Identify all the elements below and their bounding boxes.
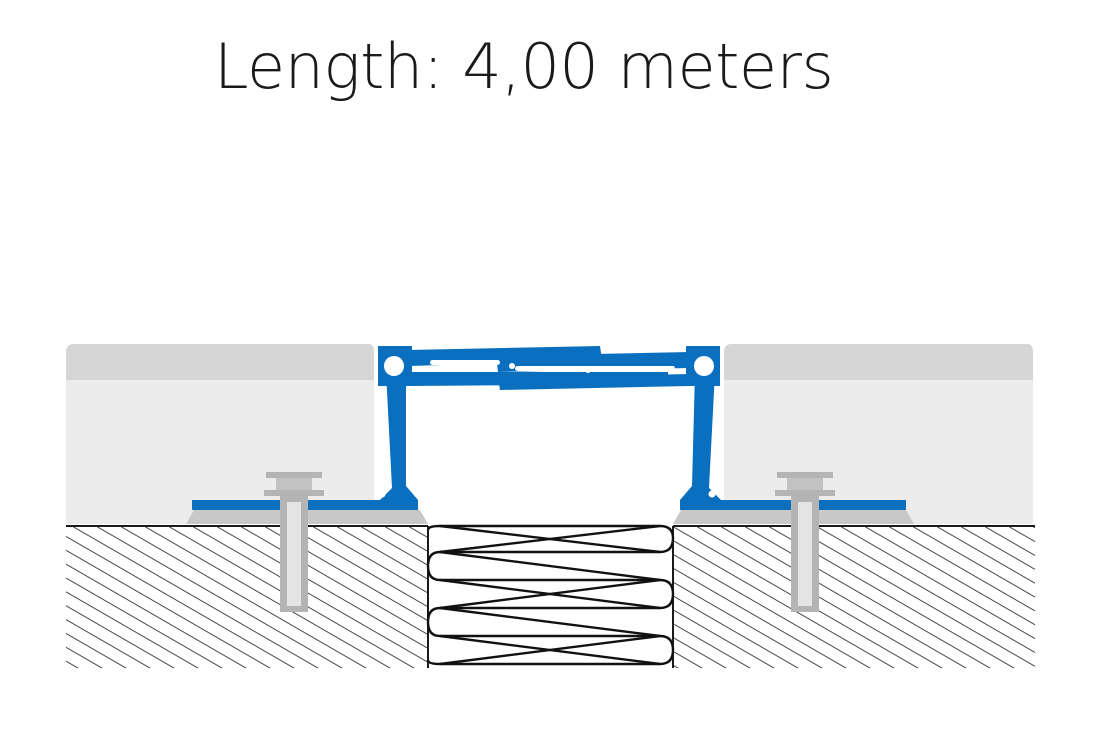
joint-filler <box>426 524 675 666</box>
profile-slots <box>378 356 716 498</box>
screw-icon <box>775 472 835 612</box>
substrate-right <box>672 525 1035 668</box>
substrate-left <box>66 525 429 668</box>
length-title: Length: 4,00 meters <box>214 30 834 103</box>
tile-right <box>724 344 1033 524</box>
screw-icon <box>264 472 324 612</box>
tile-left <box>66 344 374 524</box>
